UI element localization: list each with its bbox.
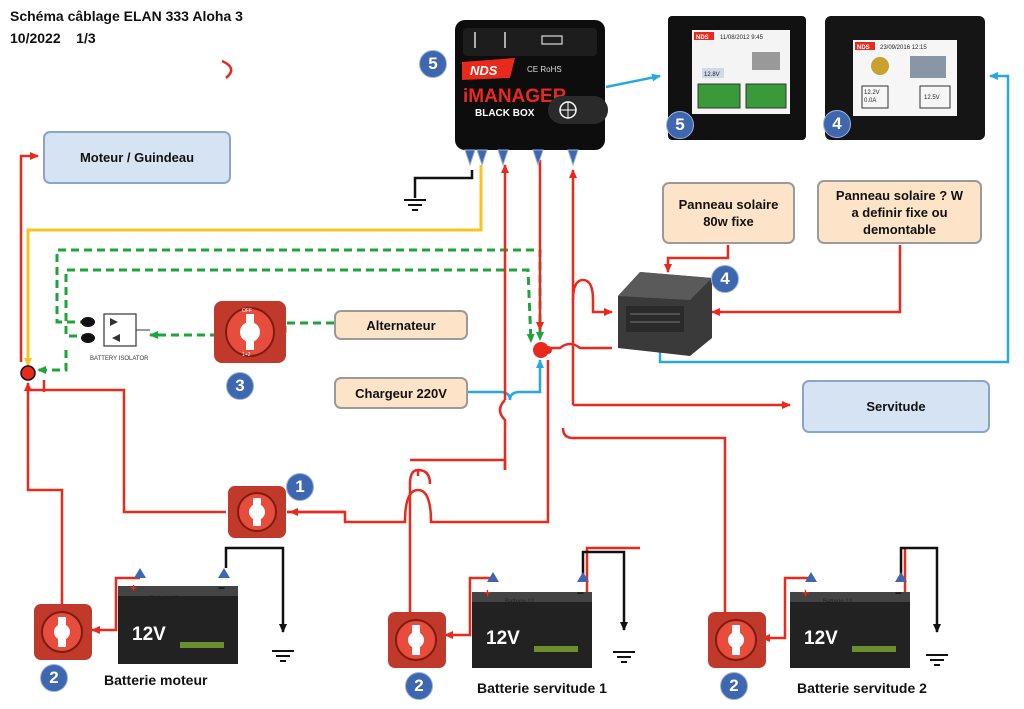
- battery-moteur-label: Batterie 12: [150, 596, 180, 602]
- box-panneau-80w-line2: 80w fixe: [703, 214, 754, 229]
- regulator-display: NDS 23/09/2016 12:15 12.2V 0.0A 12.5V: [825, 16, 985, 140]
- imanager-subname: BLACK BOX: [475, 108, 535, 119]
- battery-moteur-plus: +: [130, 581, 137, 595]
- imanager-marks: CE RoHS: [527, 65, 562, 74]
- battery-isolator: BATTERY ISOLATOR: [81, 313, 150, 362]
- battery-serv1-plus: +: [484, 586, 491, 600]
- imanager-display-voltage: 12.8V: [704, 72, 720, 78]
- battery-serv1: + − Batterie 12 12V: [472, 572, 592, 668]
- box-panneau-80w: Panneau solaire 80w fixe: [662, 182, 795, 244]
- battery-moteur-voltage: 12V: [132, 624, 166, 645]
- caption-batterie-moteur: Batterie moteur: [104, 672, 208, 688]
- box-panneau-w: Panneau solaire ? W a definir fixe ou de…: [817, 180, 982, 244]
- ground-symbol-batt-serv1: [612, 651, 636, 663]
- regulator-display-voltage-right: 12.5V: [924, 95, 940, 101]
- diagram-date-page: 10/2022 1/3: [10, 30, 96, 46]
- badge-switch-123: 3: [226, 372, 254, 400]
- wires-red: [19, 152, 907, 642]
- battery-serv2-minus: −: [895, 586, 902, 600]
- switch-1: [228, 486, 286, 538]
- ground-symbol-batt-serv2: [925, 654, 949, 666]
- wires-yellow: [24, 165, 483, 367]
- switch-123-both-label: 1+2: [242, 352, 251, 358]
- box-alternateur: Alternateur: [334, 310, 468, 340]
- box-servitude: Servitude: [802, 380, 990, 433]
- badge-switch-2-serv2: 2: [720, 672, 748, 700]
- switch-2-serv2: [708, 612, 766, 668]
- ground-symbol-batt-moteur: [271, 650, 295, 662]
- badge-imanager: 5: [419, 50, 447, 78]
- regulator-display-voltage-left: 12.2V: [864, 90, 880, 96]
- junction-servitude: [533, 342, 549, 358]
- badge-display-imanager: 5: [666, 111, 694, 139]
- box-alternateur-label: Alternateur: [366, 317, 436, 333]
- box-panneau-w-line2: a definir fixe ou: [851, 204, 948, 220]
- wires-black: [224, 170, 941, 633]
- battery-isolator-label: BATTERY ISOLATOR: [90, 356, 149, 362]
- battery-moteur-minus: −: [218, 581, 225, 595]
- badge-display-regulator: 4: [823, 110, 851, 138]
- box-servitude-label: Servitude: [866, 399, 926, 414]
- imanager-name: iMANAGER: [463, 86, 567, 107]
- badge-switch-2-serv1: 2: [405, 672, 433, 700]
- badge-switch-1: 1: [286, 473, 314, 501]
- battery-moteur: + − Batterie 12 12V: [118, 568, 238, 664]
- box-moteur-guindeau-label: Moteur / Guindeau: [79, 150, 195, 165]
- battery-serv2-plus: +: [802, 586, 809, 600]
- battery-serv1-minus: −: [577, 586, 584, 600]
- regulator-display-date: 23/09/2016 12:15: [880, 45, 927, 51]
- battery-serv1-label: Batterie 12: [505, 599, 535, 605]
- imanager-black-box: NDS CE RoHS iMANAGER BLACK BOX: [455, 20, 608, 167]
- box-moteur-guindeau: Moteur / Guindeau: [43, 131, 231, 184]
- diagram-title: Schéma câblage ELAN 333 Aloha 3: [10, 8, 243, 24]
- imanager-display-brand: NDS: [696, 35, 709, 41]
- switch-2-serv1: [388, 612, 446, 668]
- solar-regulator: [618, 272, 712, 356]
- badge-switch-2-moteur: 2: [40, 664, 68, 692]
- box-chargeur-220v: Chargeur 220V: [334, 377, 468, 409]
- imanager-display: NDS 11/08/2012 9:45 12.8V: [668, 16, 806, 140]
- caption-batterie-servitude-2: Batterie servitude 2: [797, 680, 927, 696]
- imanager-display-date: 11/08/2012 9:45: [720, 35, 764, 41]
- junction-moteur: [20, 365, 36, 381]
- box-panneau-w-line1: Panneau solaire ? W: [835, 187, 964, 203]
- badge-regulator: 4: [711, 265, 739, 293]
- wires-green-dashed: [37, 248, 544, 374]
- battery-serv1-voltage: 12V: [486, 628, 520, 649]
- ground-symbol-imanager: [403, 199, 427, 211]
- battery-serv2-label: Batterie 12: [823, 599, 853, 605]
- red-arc-mark: [221, 59, 233, 79]
- switch-123: OFF 1+2: [214, 301, 286, 363]
- box-panneau-w-line3: demontable: [863, 221, 936, 237]
- box-panneau-80w-line1: Panneau solaire: [678, 197, 779, 212]
- caption-batterie-servitude-1: Batterie servitude 1: [477, 680, 607, 696]
- imanager-brand: NDS: [470, 63, 498, 78]
- switch-123-off-label: OFF: [242, 308, 252, 314]
- switch-2-moteur: [34, 604, 92, 660]
- battery-serv2-voltage: 12V: [804, 628, 838, 649]
- regulator-display-brand: NDS: [857, 45, 870, 51]
- battery-serv2: + − Batterie 12 12V: [790, 572, 910, 668]
- box-chargeur-label: Chargeur 220V: [355, 385, 447, 401]
- regulator-display-current-left: 0.0A: [864, 98, 876, 104]
